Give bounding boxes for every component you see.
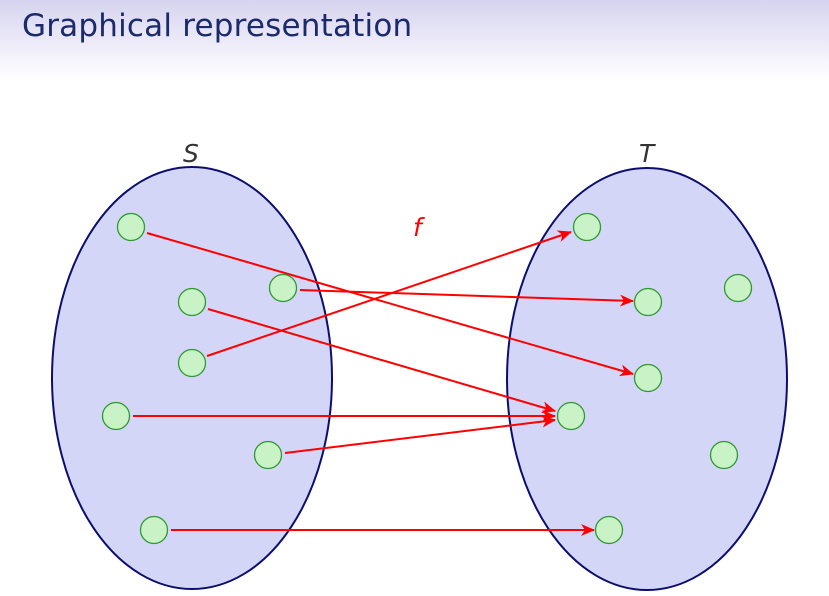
title-bar: Graphical representation <box>0 0 829 80</box>
point <box>633 287 663 317</box>
point <box>253 440 283 470</box>
domain-points <box>101 212 298 545</box>
arrow <box>299 289 634 307</box>
point <box>594 515 624 545</box>
set-t-label: T <box>639 139 656 168</box>
point <box>268 273 298 303</box>
arrow <box>146 232 634 377</box>
arrows <box>133 230 634 536</box>
point <box>709 440 739 470</box>
set-s <box>51 166 333 590</box>
point <box>572 212 602 242</box>
arrow <box>207 308 556 414</box>
point <box>556 401 586 431</box>
point <box>139 515 169 545</box>
arrow <box>206 230 572 357</box>
point <box>101 401 131 431</box>
point <box>633 363 663 393</box>
slide-title: Graphical representation <box>22 8 413 44</box>
point <box>116 212 146 242</box>
set-s-label: S <box>183 139 199 168</box>
codomain-points <box>556 212 753 545</box>
arrow <box>284 415 556 454</box>
point <box>723 273 753 303</box>
point <box>177 348 207 378</box>
point <box>177 287 207 317</box>
function-label: f <box>413 213 425 242</box>
